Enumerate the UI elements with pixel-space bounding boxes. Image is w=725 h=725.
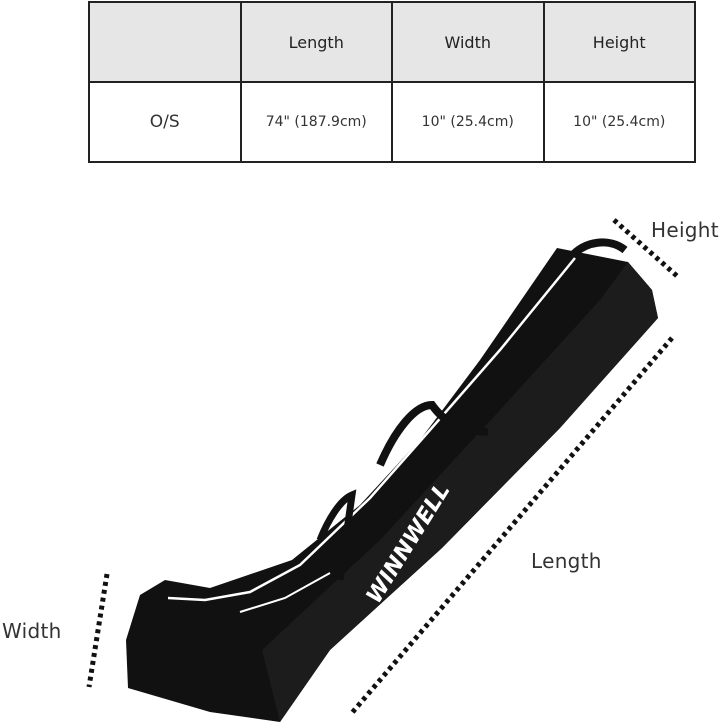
- header-width: Width: [391, 1, 545, 83]
- size-cell: O/S: [88, 81, 242, 163]
- bag-lower-trim: [239, 572, 331, 613]
- hockey-stick-bag-illustration: WINNWELL: [86, 218, 679, 722]
- header-height: Height: [542, 1, 696, 83]
- height-label: Height: [651, 218, 719, 242]
- width-label: Width: [2, 619, 62, 643]
- length-label: Length: [531, 549, 602, 573]
- table-row: O/S 74" (187.9cm) 10" (25.4cm) 10" (25.4…: [88, 81, 696, 163]
- size-chart-header-row: Length Width Height: [88, 1, 696, 83]
- size-chart-table: Length Width Height O/S 74" (187.9cm) 10…: [88, 1, 696, 163]
- width-dimension-line: [86, 573, 110, 688]
- carry-strap: [376, 400, 489, 467]
- bag-zipper-trim: [167, 257, 576, 602]
- length-dimension-line: [349, 336, 674, 716]
- shoulder-strap: [316, 489, 357, 581]
- bag-side-panel: [262, 262, 658, 722]
- bag-body: [126, 248, 658, 722]
- height-cell: 10" (25.4cm): [542, 81, 696, 163]
- width-cell: 10" (25.4cm): [391, 81, 545, 163]
- header-empty-cell: [88, 1, 242, 83]
- height-dimension-line: [612, 218, 679, 278]
- length-cell: 74" (187.9cm): [239, 81, 393, 163]
- header-length: Length: [239, 1, 393, 83]
